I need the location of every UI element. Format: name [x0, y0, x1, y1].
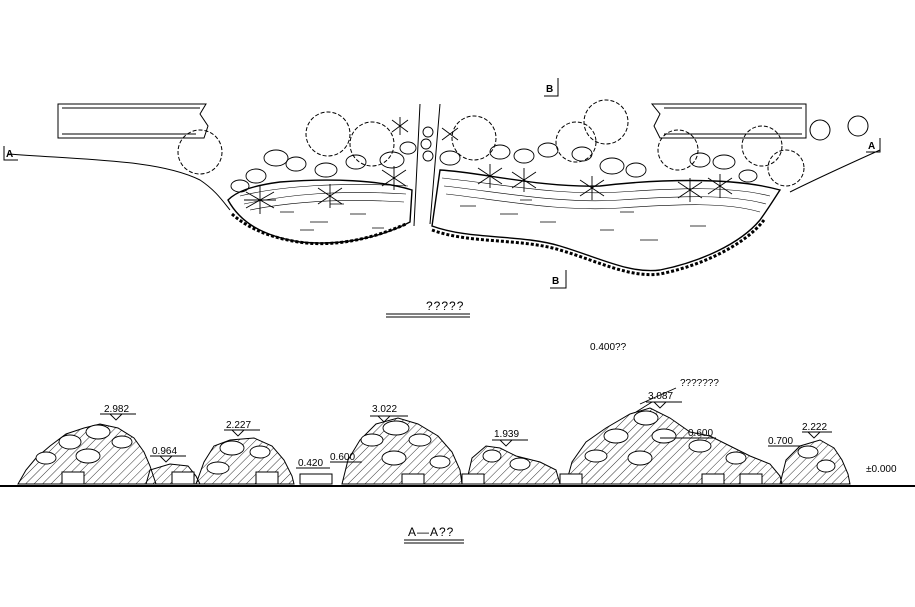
section-view [0, 387, 915, 544]
shrub-symbol [511, 168, 537, 192]
right-bank-edge [789, 149, 881, 193]
path-divider [413, 103, 441, 227]
tree-symbol [741, 125, 783, 167]
plan-title: ????? [426, 299, 464, 313]
elevation-label: 1.939 [494, 429, 519, 440]
section-marker-b-top [544, 78, 559, 97]
elevation-label: 3.022 [372, 404, 397, 415]
rock-mound [779, 439, 851, 485]
tree-symbol [767, 149, 805, 187]
section-boulders [35, 410, 836, 475]
right-pond-water-lines [460, 199, 706, 241]
section-mark-label-right: A [868, 141, 875, 152]
elevation-label: 2.982 [104, 404, 129, 415]
tree-symbol [451, 115, 497, 161]
elevation-label: 0.700 [768, 436, 793, 447]
rock-mound [195, 437, 295, 485]
shrub-symbol [317, 184, 343, 208]
plan-view [3, 78, 881, 318]
section-mark-label-bottom: B [552, 276, 559, 287]
section-title-underline [404, 539, 464, 544]
note-top: 0.400?? [590, 342, 627, 353]
tree-symbol [555, 121, 597, 163]
right-pond-stones [431, 219, 766, 277]
tree-symbol [349, 121, 395, 167]
left-pond-water-lines [280, 203, 384, 231]
elevation-label: 3.087 [648, 391, 673, 402]
plan-shrubs [244, 117, 733, 214]
right-bank-contours [441, 177, 771, 213]
elevation-label: 2.227 [226, 420, 251, 431]
left-paving-slab [57, 103, 209, 139]
tree-symbol [583, 99, 629, 145]
tree-symbol [177, 129, 223, 175]
elevation-label: 2.222 [802, 422, 827, 433]
datum-label: ±0.000 [866, 464, 897, 475]
plan-trees [177, 99, 869, 187]
rock-mounds [17, 407, 851, 485]
right-paving-slab [650, 103, 807, 139]
callout-note: ??????? [680, 378, 719, 389]
elevation-label: 0.420 [298, 458, 323, 469]
left-bank-edge [7, 153, 231, 211]
tree-symbol [305, 111, 351, 157]
right-pond [431, 169, 782, 272]
shrub-symbol [707, 174, 733, 198]
shrub-symbol [579, 176, 605, 200]
section-marker-b-bottom [550, 270, 567, 289]
shrub-symbol [244, 186, 276, 214]
elevation-label: 0.600 [688, 428, 713, 439]
elevation-label: 0.964 [152, 446, 177, 457]
footing-blocks [61, 471, 763, 485]
tree-symbol [809, 119, 831, 141]
shrub-symbol [477, 164, 503, 188]
section-marker-a-left [3, 146, 18, 161]
section-marker-a-right [866, 138, 881, 153]
plan-title-underline [386, 313, 470, 318]
elevation-markers [100, 387, 832, 469]
shrub-symbol [441, 127, 459, 141]
tree-symbol [847, 115, 869, 137]
tree-symbol [657, 129, 699, 171]
elevation-label: 0.600 [330, 452, 355, 463]
rock-mound [565, 407, 783, 485]
section-mark-label-top: B [546, 84, 553, 95]
section-mark-label-left: A [6, 149, 13, 160]
shrub-symbol [391, 117, 409, 135]
section-title: A—A?? [408, 525, 454, 539]
left-pond-stones [230, 212, 407, 246]
shrub-symbol [381, 166, 407, 190]
plan-boulders [230, 126, 758, 193]
shrub-symbol [677, 178, 703, 202]
